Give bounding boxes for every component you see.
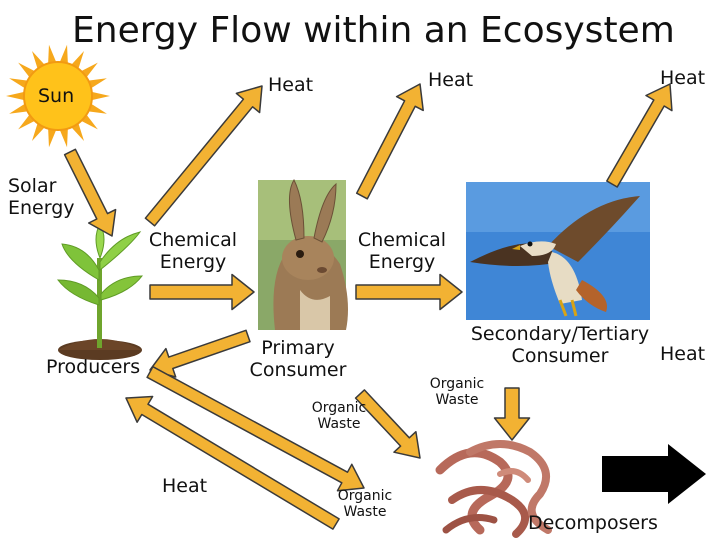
- arrow-hawk-to-decomposers: [493, 387, 531, 441]
- sun-ray: [6, 91, 25, 101]
- arrow-rabbit-to-producers: [149, 329, 251, 378]
- sun-ray: [71, 123, 84, 142]
- black-arrow: [602, 444, 706, 504]
- sun-ray: [88, 103, 107, 114]
- sun-ray: [9, 78, 28, 89]
- hawk-photo: [466, 182, 650, 320]
- arrow-producers-to-waste: [146, 365, 365, 492]
- sun-ray: [48, 128, 57, 148]
- decomposers-label: Decomposers: [528, 512, 658, 534]
- secondary-consumer-label: Secondary/Tertiary Consumer: [470, 323, 650, 367]
- heat-label-right: Heat: [660, 343, 706, 365]
- seedling-plant-image: [56, 222, 144, 360]
- sun-ray: [81, 114, 98, 130]
- arrow-plant-to-rabbit: [149, 273, 255, 311]
- producers-label: Producers: [46, 356, 141, 378]
- chemical-energy-label-1: Chemical Energy: [148, 229, 238, 273]
- arrow-hawk-to-heat: [606, 83, 673, 188]
- arrow-plant-to-heat: [144, 85, 263, 227]
- sun-ray: [59, 44, 68, 64]
- chemical-energy-label-2: Chemical Energy: [357, 229, 447, 273]
- hare-photo: [258, 178, 348, 330]
- arrow-waste-to-decomposers: [354, 389, 421, 459]
- heat-label-bottom: Heat: [162, 475, 208, 497]
- organic-waste-label-1: Organic Waste: [311, 400, 367, 433]
- sun-ray: [18, 62, 35, 78]
- heat-label-top-left: Heat: [268, 74, 314, 96]
- arrow-rabbit-to-hawk: [355, 273, 463, 311]
- primary-consumer-label: Primary Consumer: [249, 337, 347, 381]
- earthworms-photo: [435, 440, 552, 538]
- sun-ray: [71, 50, 84, 69]
- heat-label-top-mid: Heat: [428, 69, 474, 91]
- arrow-rabbit-to-heat: [355, 83, 424, 200]
- sun-ray: [81, 62, 98, 78]
- sun-label: Sun: [38, 85, 75, 107]
- sun-ray: [88, 78, 107, 89]
- sun-icon: [6, 44, 110, 148]
- page-title: Energy Flow within an Ecosystem: [72, 10, 675, 51]
- sun-ray: [32, 50, 45, 69]
- solar-energy-label: Solar Energy: [8, 175, 75, 219]
- organic-waste-label-3: Organic Waste: [337, 488, 393, 521]
- sun-ray: [59, 128, 68, 148]
- sun-ray: [9, 103, 28, 114]
- heat-label-top-right: Heat: [660, 67, 706, 89]
- arrow-sun-to-plant: [63, 148, 117, 237]
- sun-ray: [91, 91, 110, 101]
- organic-waste-label-2: Organic Waste: [429, 376, 485, 409]
- arrow-waste-to-producers: [125, 395, 340, 530]
- sun-ray: [32, 123, 45, 142]
- sun-ray: [48, 44, 57, 64]
- sun-ray: [18, 114, 35, 130]
